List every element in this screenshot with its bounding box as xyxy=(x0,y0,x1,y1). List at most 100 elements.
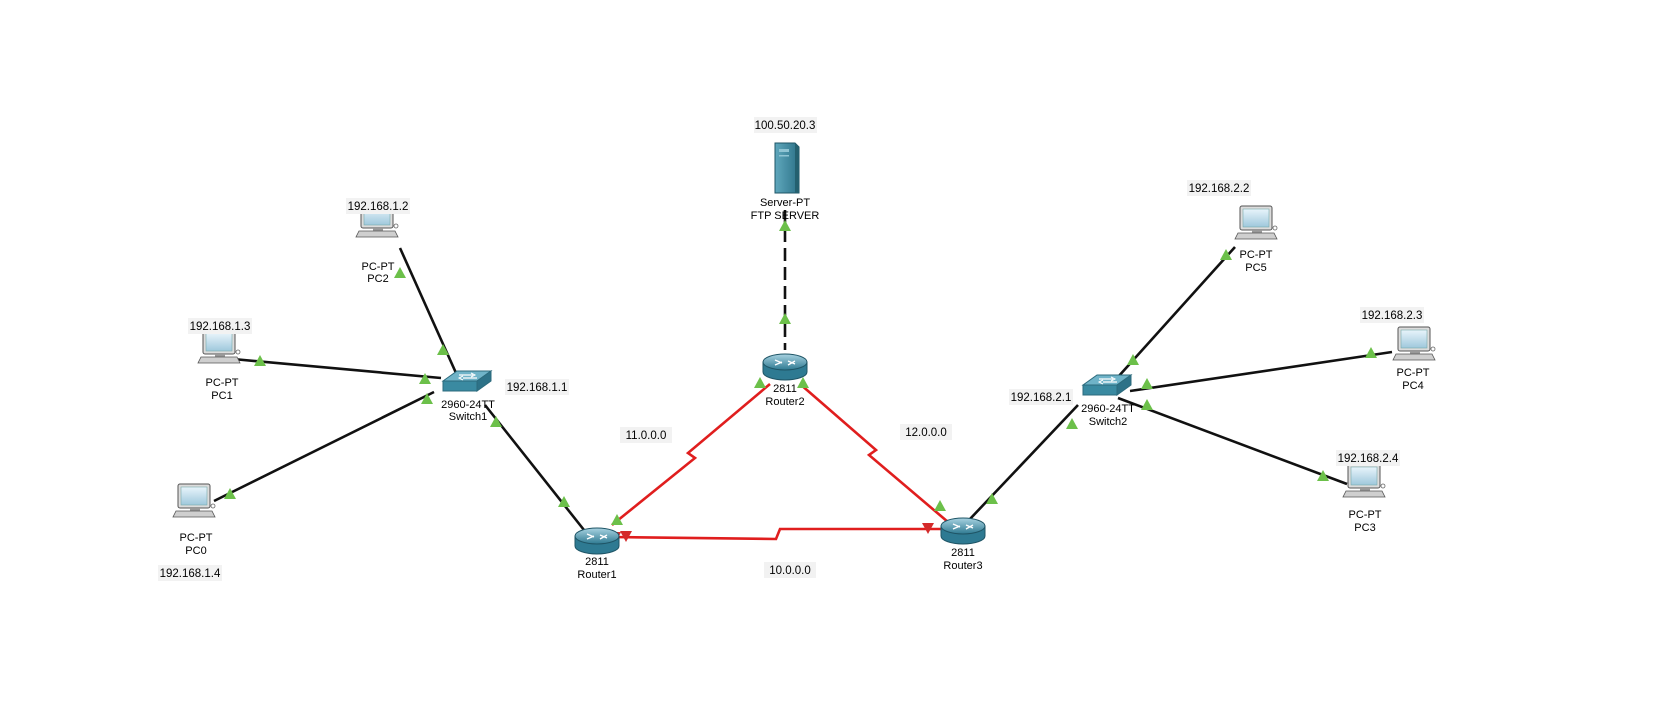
switch2-ip-label: 192.168.2.1 xyxy=(1011,392,1072,404)
ip-label-bg xyxy=(1009,389,1073,405)
pc3-model-label: PC-PT xyxy=(1349,509,1382,521)
port-up-indicator xyxy=(934,500,946,511)
router-icon xyxy=(762,353,808,381)
pc4[interactable] xyxy=(1392,326,1436,361)
serial-links xyxy=(611,383,949,541)
port-up-indicator xyxy=(986,493,998,504)
pc0-ip-label: 192.168.1.4 xyxy=(160,568,221,580)
switch1[interactable] xyxy=(441,370,493,392)
pc1-ip-label: 192.168.1.3 xyxy=(190,321,251,333)
ip-label-bg xyxy=(346,198,410,214)
link-pc5-switch2[interactable] xyxy=(1117,246,1236,378)
port-up-indicator xyxy=(797,377,809,388)
switch-icon xyxy=(1081,374,1133,396)
ethernet-links xyxy=(213,210,1393,531)
pc-icon xyxy=(1342,463,1386,498)
server-icon xyxy=(774,142,800,194)
pc0-model-label: PC-PT xyxy=(180,532,213,544)
net-label-bg xyxy=(900,424,952,440)
switch2-name-label: Switch2 xyxy=(1089,416,1128,428)
link-router2-router3[interactable] xyxy=(799,383,949,523)
router1[interactable] xyxy=(574,527,620,555)
link-pc1-switch1[interactable] xyxy=(232,357,442,380)
port-up-indicator xyxy=(754,377,766,388)
port-up-indicator xyxy=(611,514,623,525)
link-pc0-switch1[interactable] xyxy=(213,390,435,503)
ip-label-bg xyxy=(158,565,222,581)
pc-icon xyxy=(1234,205,1278,240)
pc1-name-label: PC1 xyxy=(211,390,232,402)
switch1-ip-label: 192.168.1.1 xyxy=(507,382,568,394)
pc5-model-label: PC-PT xyxy=(1240,249,1273,261)
pc3-name-label: PC3 xyxy=(1354,522,1375,534)
router1-name-label: Router1 xyxy=(577,569,616,581)
port-up-indicator xyxy=(558,496,570,507)
net-label-bg xyxy=(764,562,816,578)
port-up-indicator xyxy=(779,313,791,324)
pc0[interactable] xyxy=(172,483,216,518)
link-switch2-router3[interactable] xyxy=(969,404,1079,520)
pc2-model-label: PC-PT xyxy=(362,261,395,273)
pc3-ip-label: 192.168.2.4 xyxy=(1338,453,1399,465)
port-up-indicator xyxy=(254,355,266,366)
network-r1-r3-label: 10.0.0.0 xyxy=(769,565,811,577)
network-r2-r3-label: 12.0.0.0 xyxy=(905,427,947,439)
port-up-indicator xyxy=(779,220,791,231)
pc-icon xyxy=(172,483,216,518)
switch2[interactable] xyxy=(1081,374,1133,396)
pc2-name-label: PC2 xyxy=(367,273,388,285)
port-down-indicator xyxy=(620,531,632,542)
pc5-ip-label: 192.168.2.2 xyxy=(1189,183,1250,195)
pc4-name-label: PC4 xyxy=(1402,380,1423,392)
ip-label-bg xyxy=(188,318,252,334)
switch-icon xyxy=(441,370,493,392)
pc1-model-label: PC-PT xyxy=(206,377,239,389)
pc3[interactable] xyxy=(1342,463,1386,498)
port-up-indicator xyxy=(437,344,449,355)
switch2-model-label: 2960-24TT xyxy=(1081,403,1135,415)
pc-icon xyxy=(1392,326,1436,361)
link-router1-router2[interactable] xyxy=(611,383,771,527)
ip-label-bg xyxy=(754,117,817,133)
pc2-ip-label: 192.168.1.2 xyxy=(348,201,409,213)
network-r1-r2-label: 11.0.0.0 xyxy=(626,430,667,442)
port-up-indicator xyxy=(394,267,406,278)
server-ip-label: 100.50.20.3 xyxy=(755,120,816,132)
link-switch1-router1[interactable] xyxy=(483,404,586,531)
link-pc4-switch2[interactable] xyxy=(1129,350,1393,393)
pc-icon xyxy=(197,329,241,364)
server-name-label: FTP SERVER xyxy=(751,210,820,222)
ip-label-bg xyxy=(1187,180,1251,196)
router3-model-label: 2811 xyxy=(951,547,975,559)
pc1[interactable] xyxy=(197,329,241,364)
link-pc3-switch2[interactable] xyxy=(1117,396,1348,486)
port-up-indicator xyxy=(421,393,433,404)
pc0-name-label: PC0 xyxy=(185,545,206,557)
router-icon xyxy=(574,527,620,555)
port-up-indicator xyxy=(1317,470,1329,481)
pc4-model-label: PC-PT xyxy=(1397,367,1430,379)
router3-name-label: Router3 xyxy=(943,560,982,572)
port-up-indicator xyxy=(490,416,502,427)
link-router1-router3[interactable] xyxy=(611,527,944,541)
port-down-indicator xyxy=(922,523,934,534)
router2-model-label: 2811 xyxy=(773,383,797,395)
port-status-indicators xyxy=(224,220,1377,525)
router2[interactable] xyxy=(762,353,808,381)
port-up-indicator xyxy=(1127,354,1139,365)
ip-label-bg xyxy=(1336,450,1400,466)
server-model-label: Server-PT xyxy=(760,197,810,209)
ftp-server[interactable] xyxy=(774,142,800,194)
pc5[interactable] xyxy=(1234,205,1278,240)
router3[interactable] xyxy=(940,517,986,545)
switch1-model-label: 2960-24TT xyxy=(441,399,495,411)
port-up-indicator xyxy=(1066,418,1078,429)
router-icon xyxy=(940,517,986,545)
port-up-indicator xyxy=(1220,249,1232,260)
ip-label-bg xyxy=(505,379,569,395)
switch1-name-label: Switch1 xyxy=(449,411,488,423)
pc5-name-label: PC5 xyxy=(1245,262,1266,274)
port-up-indicator xyxy=(1141,399,1153,410)
pc4-ip-label: 192.168.2.3 xyxy=(1362,310,1423,322)
